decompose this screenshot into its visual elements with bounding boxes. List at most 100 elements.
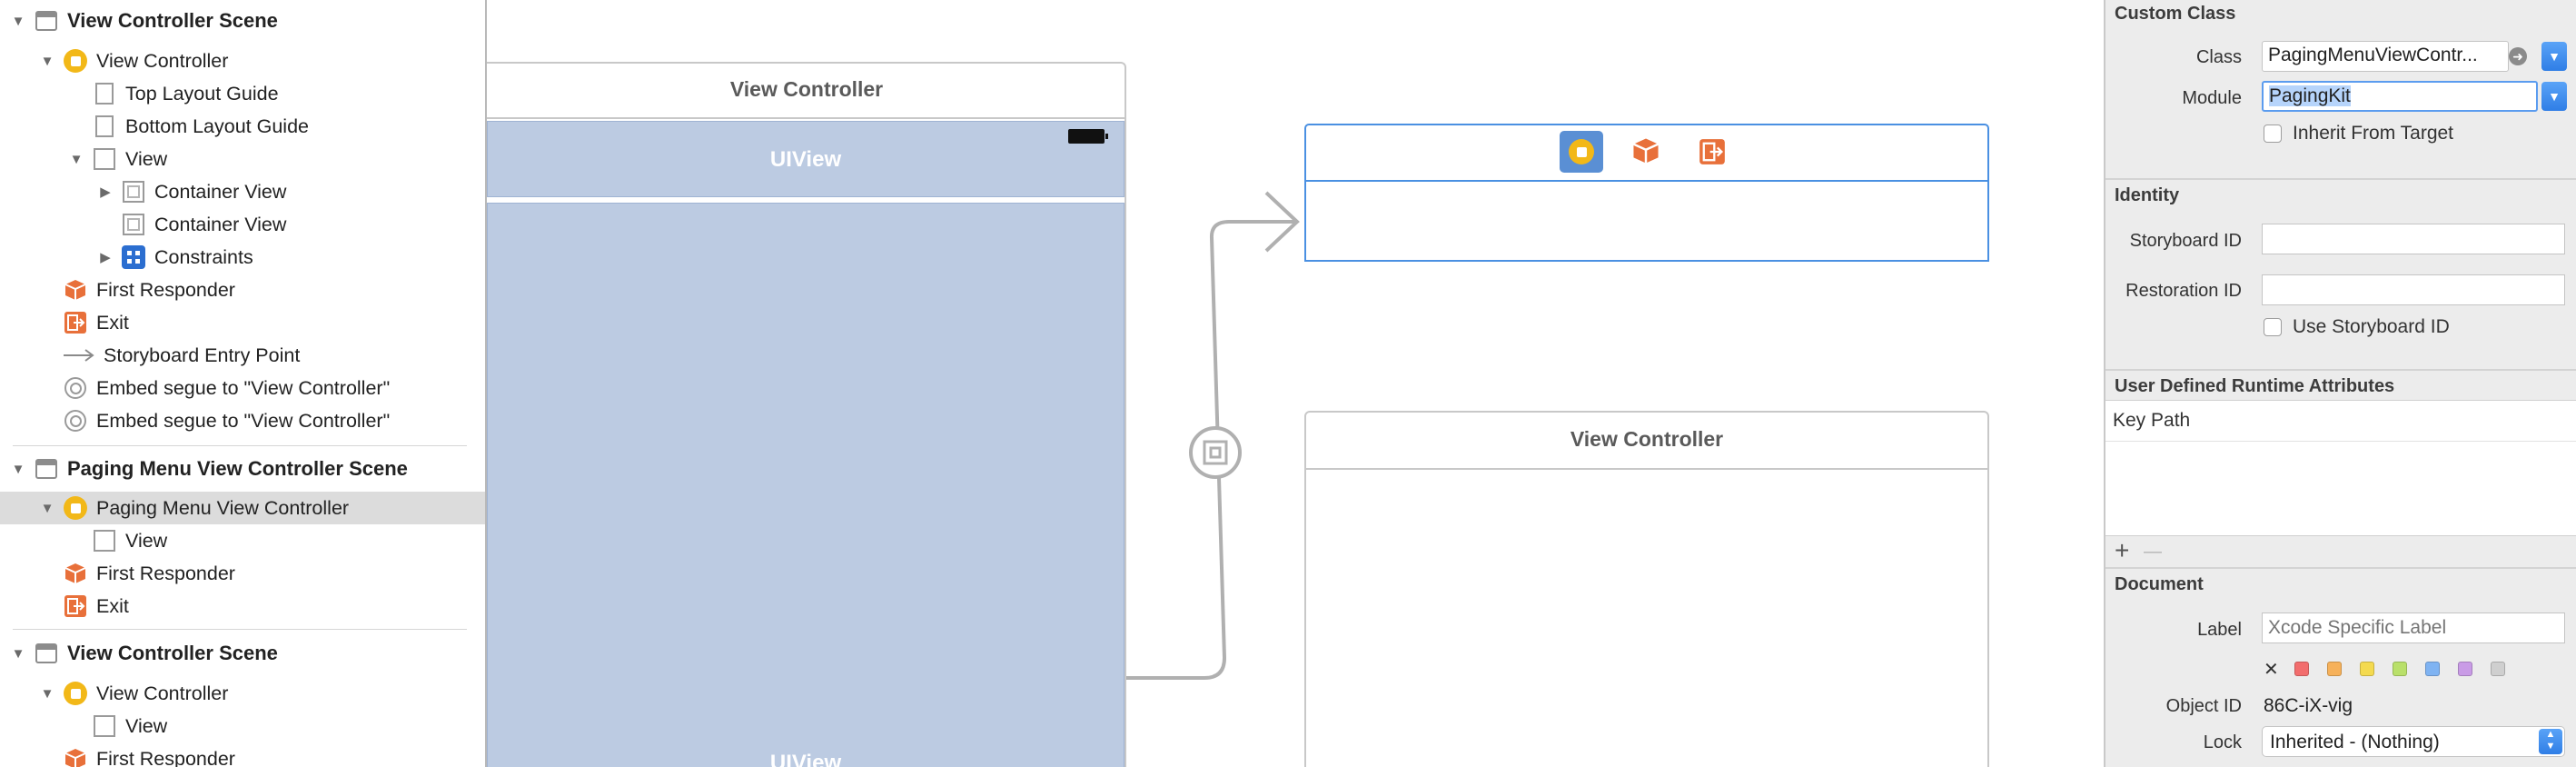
divider (2105, 441, 2576, 442)
outline-row-first-responder[interactable]: First Responder (0, 742, 485, 767)
outline-row-first-responder[interactable]: First Responder (0, 557, 485, 590)
child-scene-frame[interactable] (1304, 411, 1989, 767)
inherit-from-target-checkbox[interactable] (2264, 125, 2282, 143)
scene-icon (35, 457, 58, 481)
outline-row-container-view[interactable]: ▶ Container View (0, 175, 485, 208)
color-label-swatch[interactable] (2294, 662, 2309, 676)
outline-label: View Controller (96, 49, 229, 72)
class-field[interactable]: PagingMenuViewContr... (2262, 41, 2509, 72)
outline-row-container-view[interactable]: Container View (0, 208, 485, 241)
outline-row-first-responder[interactable]: First Responder (0, 274, 485, 306)
column-header-key-path[interactable]: Key Path (2113, 410, 2191, 431)
module-dropdown-button[interactable]: ▼ (2541, 82, 2567, 111)
restoration-id-field[interactable] (2262, 274, 2565, 305)
color-label-swatch[interactable] (2491, 662, 2505, 676)
document-label-label: Label (2197, 620, 2242, 640)
outline-row-entry-point[interactable]: Storyboard Entry Point (0, 339, 485, 372)
outline-label: Bottom Layout Guide (125, 115, 309, 137)
divider (2105, 567, 2576, 569)
segue-connections (1126, 191, 1300, 680)
divider (1306, 180, 1987, 182)
runtime-attributes-table[interactable]: Key Path (2105, 400, 2576, 536)
view-icon (93, 147, 116, 171)
section-header-document: Document (2115, 574, 2204, 594)
outline-row-exit[interactable]: Exit (0, 590, 485, 623)
exit-icon[interactable] (1699, 138, 1726, 170)
segue-icon (64, 409, 87, 433)
disclosure-open-icon[interactable]: ▼ (11, 461, 25, 477)
storyboard-id-label: Storyboard ID (2129, 231, 2242, 251)
disclosure-open-icon[interactable]: ▼ (11, 13, 25, 29)
outline-row-exit[interactable]: Exit (0, 306, 485, 339)
disclosure-open-icon[interactable]: ▼ (40, 53, 54, 69)
exit-icon (64, 311, 87, 334)
outline-row-embed-segue[interactable]: Embed segue to "View Controller" (0, 404, 485, 437)
battery-icon (1068, 129, 1105, 144)
stepper-updown-icon: ▲▼ (2539, 729, 2562, 754)
outline-row-scene[interactable]: ▼ View Controller Scene (0, 5, 485, 37)
outline-row-constraints[interactable]: ▶ Constraints (0, 241, 485, 274)
scene-title[interactable]: View Controller (729, 77, 884, 101)
clear-color-label-button[interactable]: ✕ (2264, 660, 2279, 680)
outline-row-embed-segue[interactable]: Embed segue to "View Controller" (0, 372, 485, 404)
remove-attribute-button[interactable]: — (2144, 542, 2162, 562)
color-label-swatch[interactable] (2425, 662, 2440, 676)
container-view-top[interactable]: UIView (487, 121, 1125, 197)
go-to-class-arrow-icon[interactable]: ➜ (2509, 47, 2527, 65)
outline-label: View Controller (96, 682, 229, 704)
outline-row-paging-menu-view-controller[interactable]: ▼ Paging Menu View Controller (0, 492, 485, 524)
disclosure-closed-icon[interactable]: ▶ (100, 250, 111, 265)
color-label-swatch[interactable] (2327, 662, 2342, 676)
module-field[interactable]: PagingKit (2262, 81, 2538, 112)
container-view-bottom[interactable]: UIView (487, 203, 1125, 767)
first-responder-icon[interactable] (1631, 136, 1660, 170)
disclosure-open-icon[interactable]: ▼ (69, 151, 84, 167)
view-label: UIView (769, 147, 842, 172)
view-icon (93, 529, 116, 553)
outline-label: View Controller Scene (67, 642, 278, 664)
view-controller-icon (64, 496, 87, 520)
lock-popup[interactable]: Inherited - (Nothing) ▲▼ (2262, 726, 2565, 757)
exit-icon (64, 594, 87, 618)
scene-icon (35, 642, 58, 665)
outline-row-view-controller[interactable]: ▼ View Controller (0, 45, 485, 77)
disclosure-open-icon[interactable]: ▼ (40, 685, 54, 702)
outline-label: View (125, 147, 168, 170)
outline-row-view[interactable]: View (0, 524, 485, 557)
outline-row-view-controller[interactable]: ▼ View Controller (0, 677, 485, 710)
use-storyboard-id-checkbox[interactable] (2264, 318, 2282, 336)
restoration-id-label: Restoration ID (2125, 281, 2242, 301)
outline-label: Container View (154, 180, 287, 203)
outline-label: View (125, 529, 168, 552)
section-header-identity: Identity (2115, 185, 2180, 205)
outline-label: Storyboard Entry Point (104, 344, 301, 366)
storyboard-canvas[interactable]: View Controller UIView UIView View Contr… (487, 0, 2104, 767)
divider (2105, 178, 2576, 180)
disclosure-open-icon[interactable]: ▼ (40, 500, 54, 516)
divider (487, 117, 1126, 119)
outline-row-scene[interactable]: ▼ Paging Menu View Controller Scene (0, 453, 485, 485)
outline-row-bottom-layout-guide[interactable]: Bottom Layout Guide (0, 110, 485, 143)
outline-row-top-layout-guide[interactable]: Top Layout Guide (0, 77, 485, 110)
outline-row-scene[interactable]: ▼ View Controller Scene (0, 637, 485, 670)
add-attribute-button[interactable]: + (2115, 536, 2130, 564)
inherit-from-target-label: Inherit From Target (2293, 123, 2454, 144)
color-label-swatch[interactable] (2360, 662, 2374, 676)
view-controller-icon[interactable] (1560, 131, 1603, 173)
class-dropdown-button[interactable]: ▼ (2541, 42, 2567, 71)
first-responder-icon (64, 278, 87, 302)
disclosure-open-icon[interactable]: ▼ (11, 645, 25, 662)
color-label-swatch[interactable] (2458, 662, 2472, 676)
scene-title[interactable]: View Controller (1570, 427, 1724, 451)
outline-label: Exit (96, 311, 129, 334)
divider (2105, 369, 2576, 371)
outline-row-view[interactable]: View (0, 710, 485, 742)
color-label-swatch[interactable] (2393, 662, 2407, 676)
outline-label: Constraints (154, 245, 253, 268)
disclosure-closed-icon[interactable]: ▶ (100, 184, 111, 200)
constraints-icon (122, 245, 145, 269)
outline-row-view[interactable]: ▼ View (0, 143, 485, 175)
document-label-field[interactable] (2262, 613, 2565, 643)
outline-label: Paging Menu View Controller Scene (67, 457, 408, 480)
storyboard-id-field[interactable] (2262, 224, 2565, 254)
